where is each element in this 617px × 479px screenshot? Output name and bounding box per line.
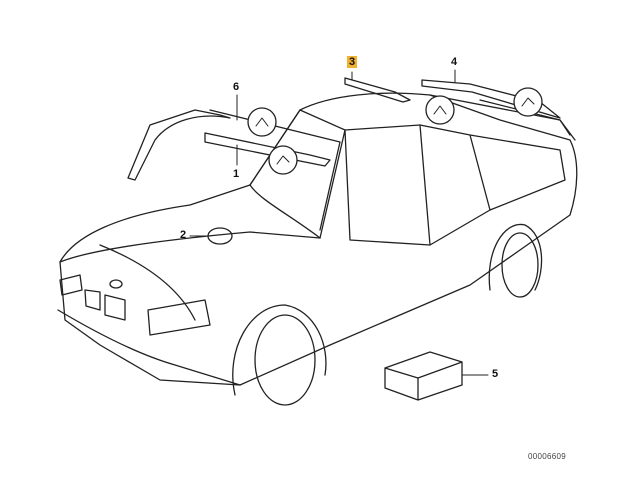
headlights	[59, 274, 211, 336]
adhesive-icon	[513, 87, 543, 117]
part-6-strip	[127, 109, 231, 181]
kidney-grille	[84, 289, 126, 321]
fender-line	[99, 244, 196, 321]
callout-5: 5	[492, 368, 499, 380]
adhesive-icon	[247, 107, 277, 137]
part-4-strip	[421, 79, 561, 119]
front-wheel-arch	[232, 304, 327, 396]
drawing-code: 00006609	[528, 452, 566, 461]
part-5-box	[384, 351, 463, 401]
callout-6: 6	[233, 81, 240, 93]
callout-3: 3	[347, 56, 358, 68]
adhesive-icon-glyphs	[255, 97, 535, 165]
bmw-logo	[109, 279, 123, 289]
callout-4: 4	[451, 56, 458, 68]
rear-roof-edge	[479, 99, 571, 136]
leader-lines	[189, 69, 489, 376]
rear-wheel	[501, 232, 539, 298]
hood-crease	[249, 184, 321, 239]
door-pillar	[419, 124, 431, 246]
side-windows	[344, 124, 491, 246]
callout-2: 2	[180, 229, 187, 241]
front-wheel	[254, 314, 316, 406]
part-1-strip	[204, 132, 331, 167]
adhesive-icon	[425, 95, 455, 125]
hood-line	[59, 231, 321, 263]
rear-wheel-arch	[488, 223, 543, 291]
callout-1: 1	[233, 168, 240, 180]
part-3-strip	[344, 77, 411, 103]
adhesive-icon	[268, 145, 298, 175]
car-body	[59, 92, 578, 386]
bumper	[57, 309, 241, 386]
rear-window	[469, 134, 566, 211]
